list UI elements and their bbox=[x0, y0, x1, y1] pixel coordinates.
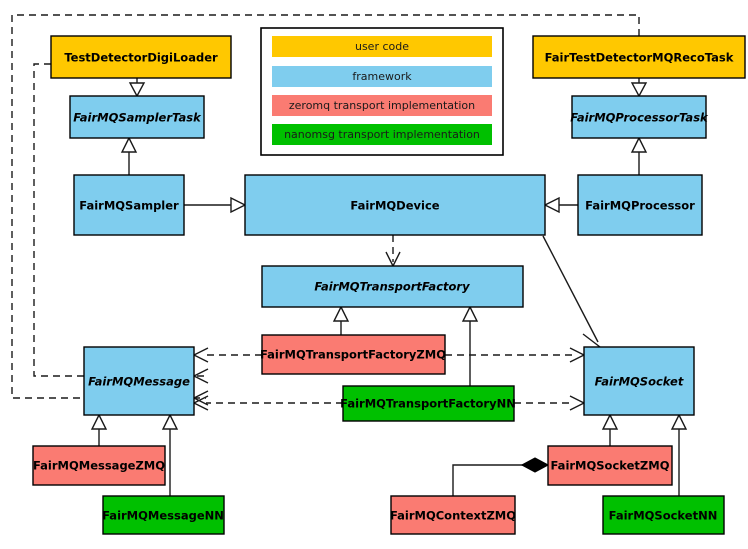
node-FairMQDevice[interactable]: FairMQDevice bbox=[244, 174, 546, 236]
node-FairMQMessage[interactable]: FairMQMessage bbox=[83, 346, 195, 416]
node-label: TestDetectorDigiLoader bbox=[64, 51, 218, 65]
edge-messagezmq-message bbox=[90, 413, 108, 446]
legend-label: framework bbox=[352, 70, 412, 83]
node-label: FairMQSampler bbox=[79, 199, 179, 213]
legend-item-framework: framework bbox=[272, 66, 492, 87]
node-TestDetectorDigiLoader[interactable]: TestDetectorDigiLoader bbox=[50, 35, 232, 79]
node-box[interactable] bbox=[342, 385, 515, 422]
node-FairMQTransportFactory[interactable]: FairMQTransportFactory bbox=[261, 265, 524, 308]
legend-item-nanomsg: nanomsg transport implementation bbox=[272, 124, 492, 145]
node-label: FairMQProcessor bbox=[585, 199, 695, 213]
node-box[interactable] bbox=[532, 35, 746, 79]
node-FairMQSampler[interactable]: FairMQSampler bbox=[73, 174, 185, 236]
legend-swatch-user-code bbox=[272, 36, 492, 57]
edge-processor-device bbox=[543, 196, 578, 214]
node-label: FairMQSocket bbox=[595, 375, 684, 389]
edge-contextzmq-socketzmq bbox=[452, 457, 550, 496]
node-box[interactable] bbox=[261, 334, 446, 375]
edge-device-socket bbox=[542, 235, 602, 349]
node-box[interactable] bbox=[83, 346, 195, 416]
node-label: FairMQTransportFactoryZMQ bbox=[260, 348, 446, 362]
node-box[interactable] bbox=[602, 495, 725, 535]
edge-recotask-processortask bbox=[630, 78, 648, 98]
node-box[interactable] bbox=[547, 445, 673, 486]
edge-layer bbox=[11, 14, 688, 496]
legend-swatch-nanomsg bbox=[272, 124, 492, 145]
node-FairMQMessageNN[interactable]: FairMQMessageNN bbox=[102, 495, 225, 535]
edge-processor-processortask bbox=[630, 136, 648, 175]
node-FairMQSocket[interactable]: FairMQSocket bbox=[583, 346, 695, 416]
node-FairMQSocketNN[interactable]: FairMQSocketNN bbox=[602, 495, 725, 535]
node-FairMQProcessor[interactable]: FairMQProcessor bbox=[577, 174, 703, 236]
node-label: FairMQDevice bbox=[350, 199, 439, 213]
node-box[interactable] bbox=[69, 95, 205, 139]
node-box[interactable] bbox=[102, 495, 225, 535]
edge-tfzmq-message bbox=[192, 347, 262, 363]
node-box[interactable] bbox=[390, 495, 516, 535]
node-label: FairMQMessageZMQ bbox=[33, 459, 165, 473]
node-label: FairMQContextZMQ bbox=[390, 509, 516, 523]
edge-tfzmq-transportfactory bbox=[332, 305, 350, 335]
legend-item-zeromq: zeromq transport implementation bbox=[272, 95, 492, 116]
node-FairMQMessageZMQ[interactable]: FairMQMessageZMQ bbox=[32, 445, 166, 486]
node-box[interactable] bbox=[583, 346, 695, 416]
edge-sampler-device bbox=[184, 196, 247, 214]
node-FairMQProcessorTask[interactable]: FairMQProcessorTask bbox=[570, 95, 709, 139]
node-FairMQTransportFactoryZMQ[interactable]: FairMQTransportFactoryZMQ bbox=[260, 334, 446, 375]
legend-label: user code bbox=[355, 40, 409, 53]
legend-swatch-framework bbox=[272, 66, 492, 87]
legend-item-user-code: user code bbox=[272, 36, 492, 57]
node-FairTestDetectorMQRecoTask[interactable]: FairTestDetectorMQRecoTask bbox=[532, 35, 746, 79]
node-box[interactable] bbox=[261, 265, 524, 308]
node-FairMQSocketZMQ[interactable]: FairMQSocketZMQ bbox=[547, 445, 673, 486]
node-label: FairMQTransportFactoryNN bbox=[340, 397, 516, 411]
node-box[interactable] bbox=[32, 445, 166, 486]
node-label: FairMQMessage bbox=[88, 375, 190, 389]
node-FairMQSamplerTask[interactable]: FairMQSamplerTask bbox=[69, 95, 205, 139]
node-label: FairMQMessageNN bbox=[102, 509, 224, 523]
node-label: FairMQSamplerTask bbox=[73, 111, 202, 125]
legend-label: zeromq transport implementation bbox=[289, 99, 475, 112]
edge-tfnn-socket bbox=[514, 395, 586, 411]
edge-messagenn-message bbox=[161, 413, 179, 496]
node-label: FairMQSocketZMQ bbox=[551, 459, 670, 473]
edge-socketzmq-socket bbox=[601, 413, 619, 446]
legend: user code framework zeromq transport imp… bbox=[260, 27, 504, 156]
edge-tfnn-message bbox=[192, 395, 343, 411]
node-FairMQContextZMQ[interactable]: FairMQContextZMQ bbox=[390, 495, 516, 535]
node-box[interactable] bbox=[577, 174, 703, 236]
legend-swatch-zeromq bbox=[272, 95, 492, 116]
edge-tfzmq-socket bbox=[445, 347, 586, 363]
node-box[interactable] bbox=[571, 95, 707, 139]
edge-digiloader-samplertask bbox=[128, 78, 146, 98]
node-label: FairMQTransportFactory bbox=[314, 280, 470, 294]
edge-tfnn-transportfactory bbox=[461, 305, 479, 386]
node-label: FairMQSocketNN bbox=[609, 509, 718, 523]
node-box[interactable] bbox=[73, 174, 185, 236]
node-layer: TestDetectorDigiLoader FairTestDetectorM… bbox=[32, 35, 746, 535]
node-FairMQTransportFactoryNN[interactable]: FairMQTransportFactoryNN bbox=[340, 385, 516, 422]
node-box[interactable] bbox=[244, 174, 546, 236]
edge-sampler-samplertask bbox=[120, 136, 138, 175]
legend-label: nanomsg transport implementation bbox=[284, 128, 480, 141]
edge-socketnn-socket bbox=[670, 413, 688, 496]
node-label: FairMQProcessorTask bbox=[570, 111, 709, 125]
node-label: FairTestDetectorMQRecoTask bbox=[545, 51, 734, 65]
edge-device-transportfactory bbox=[385, 235, 401, 268]
node-box[interactable] bbox=[50, 35, 232, 79]
